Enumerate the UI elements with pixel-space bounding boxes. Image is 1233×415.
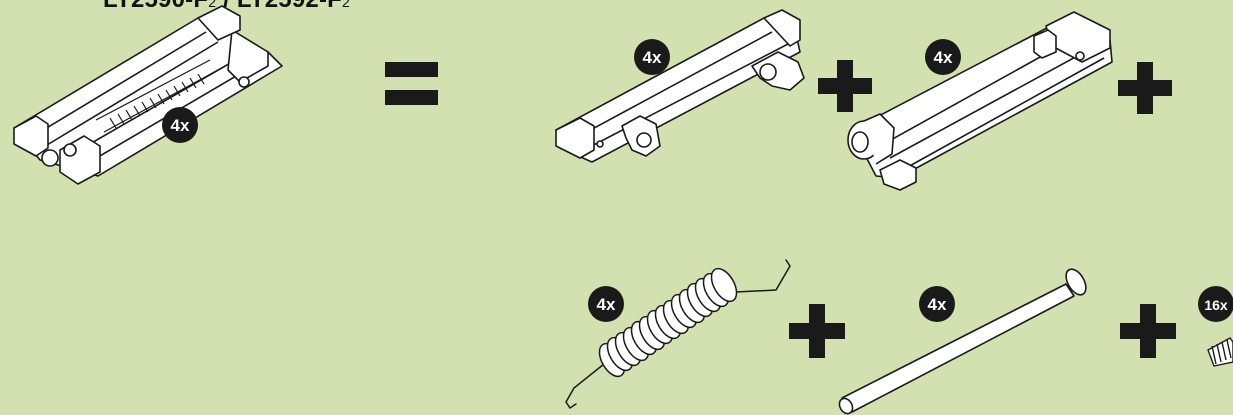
- spring-badge: 4x: [588, 286, 624, 322]
- equals-sign: [385, 62, 438, 105]
- assembled-slide-badge: 4x: [162, 107, 198, 143]
- left-rail-illustration: [556, 10, 804, 162]
- right-rail-illustration: [848, 12, 1112, 190]
- spring-illustration: [566, 260, 790, 408]
- assembled-slide-illustration: [14, 6, 282, 184]
- screw-illustration: [1208, 338, 1233, 366]
- left-rail-badge: 4x: [634, 39, 670, 75]
- screw-badge: 16x: [1198, 286, 1233, 322]
- plus-sign-2: [1118, 62, 1172, 114]
- left-rail-qty: 4x: [643, 48, 662, 67]
- rod-qty: 4x: [928, 295, 947, 314]
- rod-badge: 4x: [919, 286, 955, 322]
- assembled-slide-qty: 4x: [171, 116, 190, 135]
- right-rail-badge: 4x: [925, 39, 961, 75]
- right-rail-qty: 4x: [934, 48, 953, 67]
- screw-qty: 16x: [1204, 297, 1228, 313]
- plus-sign-4: [1120, 304, 1176, 358]
- rod-illustration: [837, 266, 1090, 415]
- plus-sign-3: [789, 304, 845, 358]
- spring-qty: 4x: [597, 295, 616, 314]
- plus-sign-1: [818, 60, 872, 112]
